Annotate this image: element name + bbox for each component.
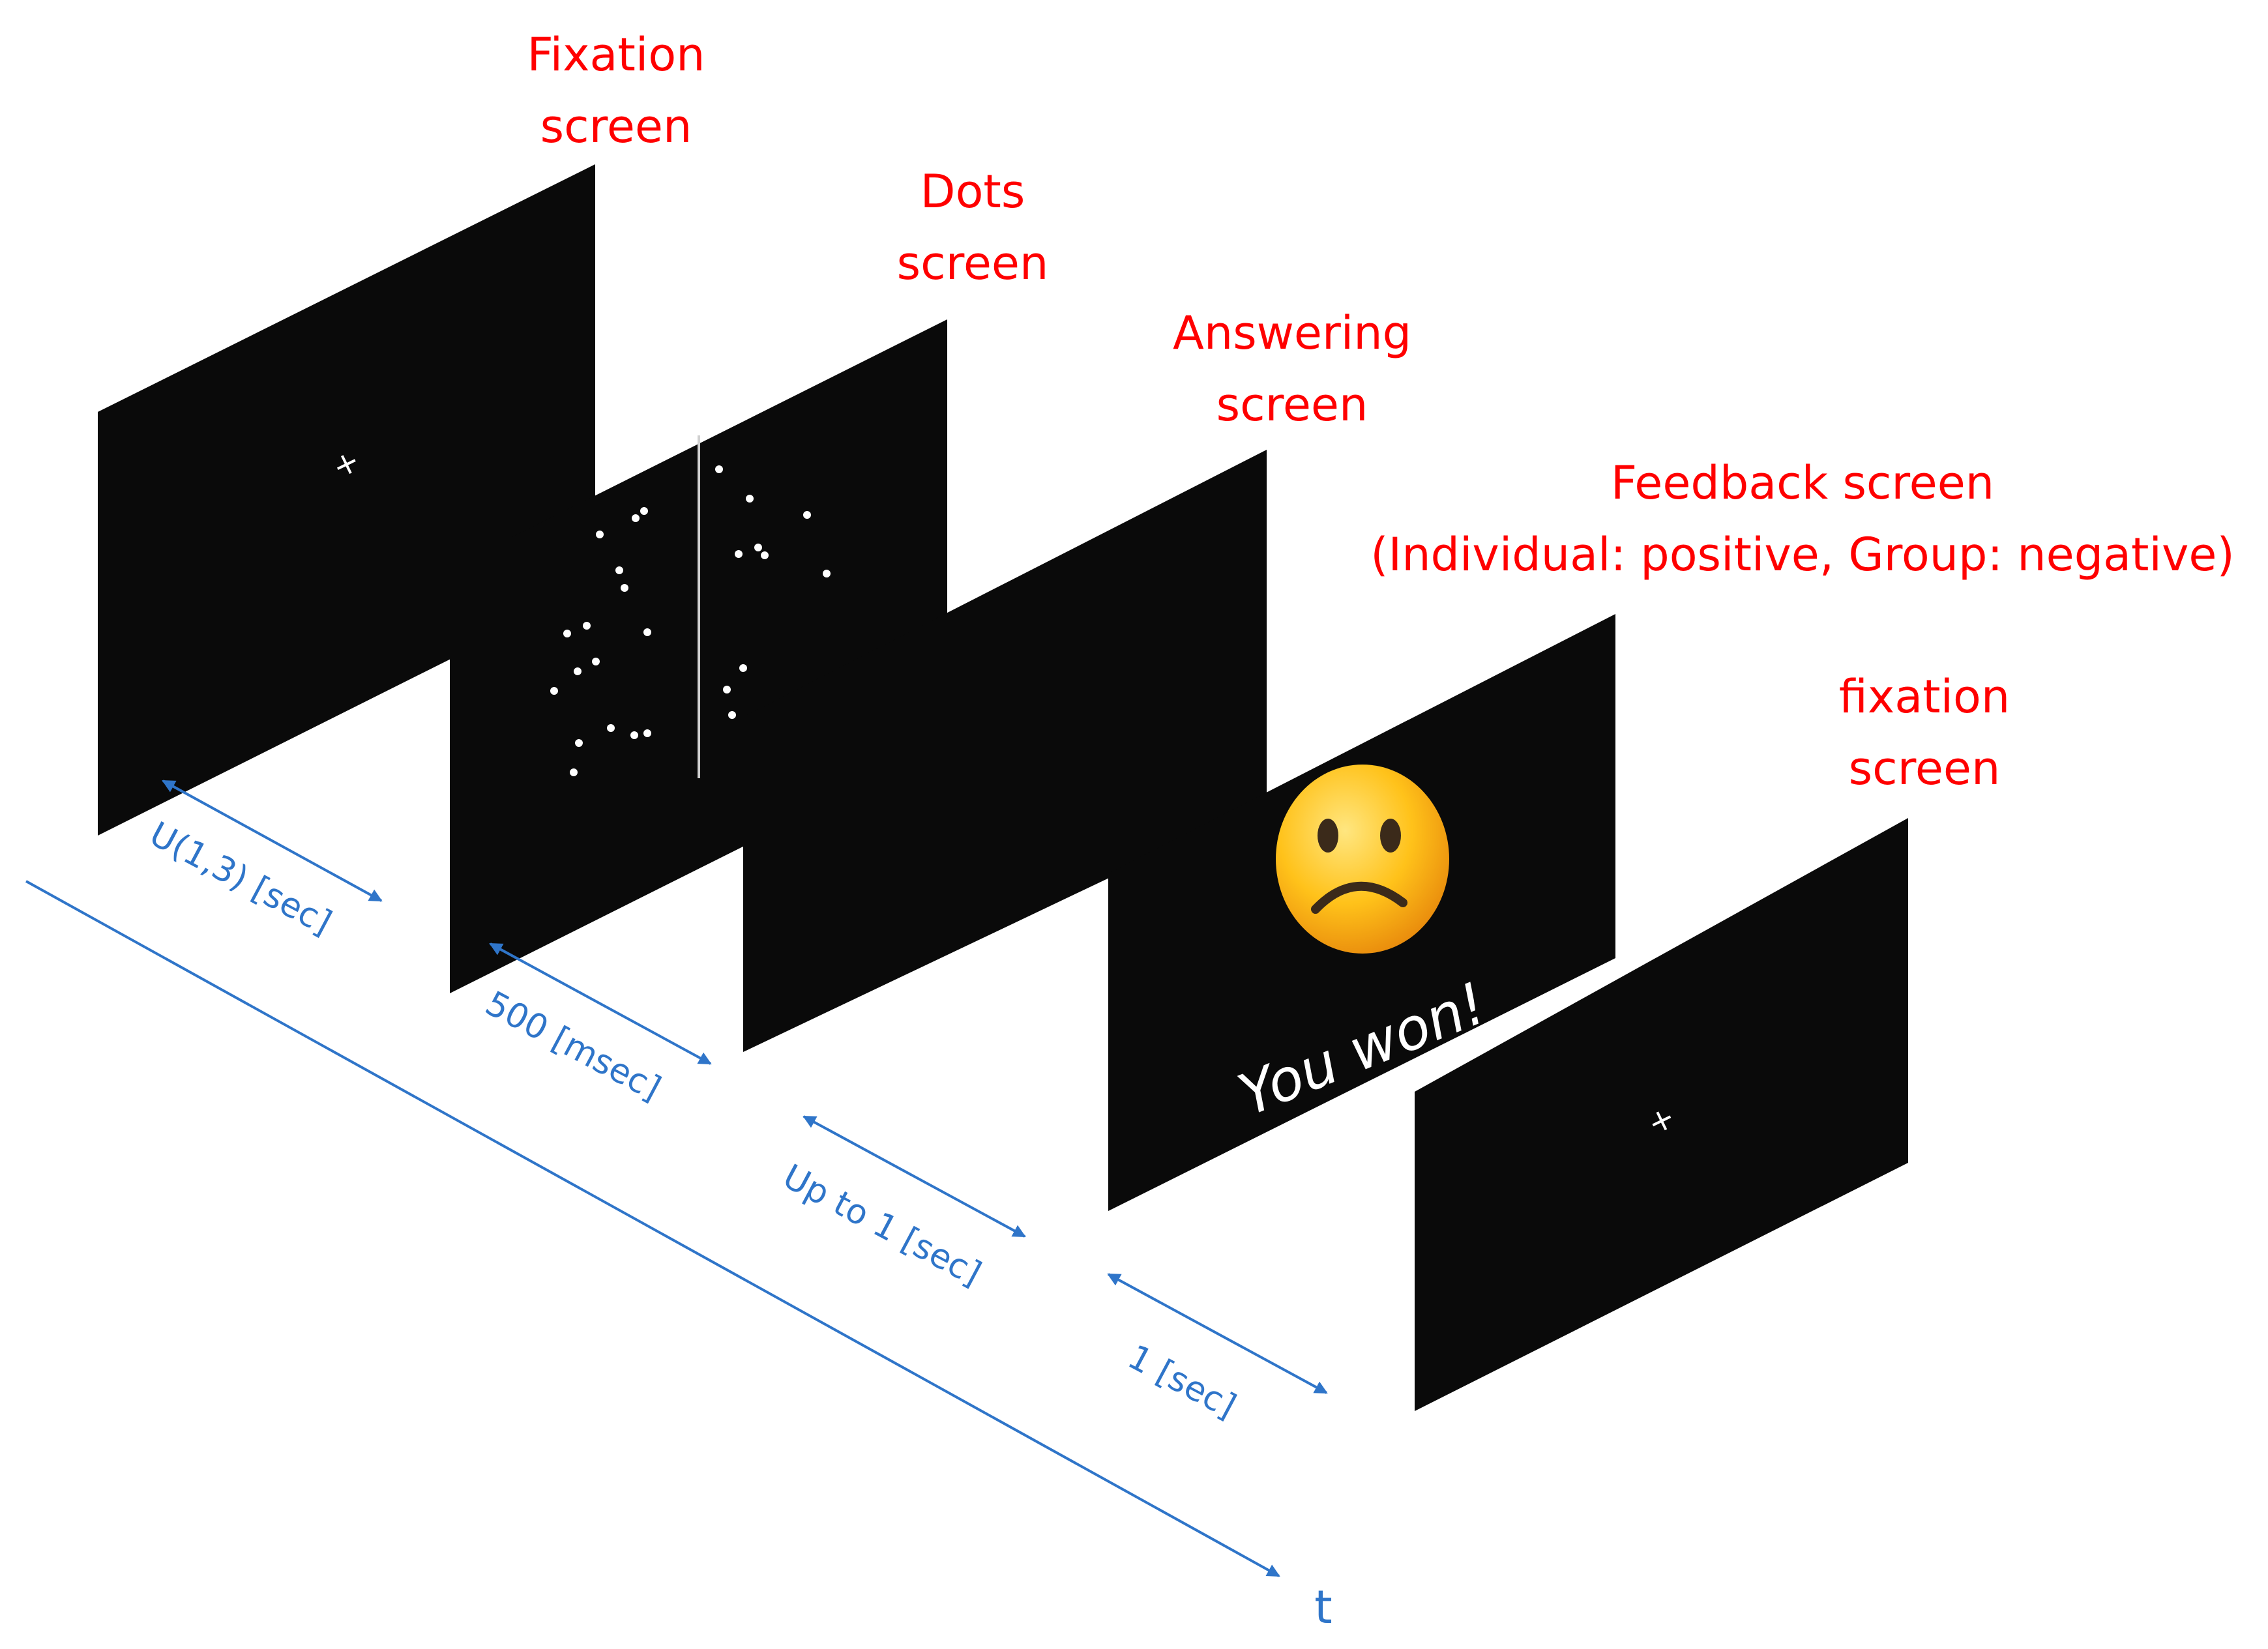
label-feedback-screen: Feedback screen (Individual: positive, G… [1370, 456, 2235, 581]
label-fixation-screen-2-line-1: fixation [1839, 670, 2010, 723]
label-dots-screen-line-2: screen [897, 237, 1049, 290]
confused-face-icon [1276, 765, 1449, 954]
label-answering-screen: Answering screen [1173, 306, 1411, 431]
duration-arrow-dots [489, 942, 712, 1065]
label-fixation-screen-1-line-1: Fixation [527, 28, 705, 81]
duration-label-fixation: U(1,3) [sec] [143, 815, 338, 943]
answering-screen [743, 450, 1267, 1052]
duration-dots: 500 [msec] [479, 942, 712, 1109]
fixation-screen-1: + [98, 164, 595, 836]
duration-label-answering: Up to 1 [sec] [776, 1157, 987, 1294]
label-dots-screen-line-1: Dots [920, 165, 1025, 218]
duration-arrow-feedback [1107, 1273, 1328, 1394]
duration-label-feedback: 1 [sec] [1121, 1337, 1242, 1426]
duration-arrow-answering [803, 1115, 1026, 1238]
time-axis-line [25, 880, 1280, 1577]
label-fixation-screen-2: fixation screen [1839, 670, 2010, 795]
duration-fixation: U(1,3) [sec] [143, 780, 383, 943]
label-dots-screen: Dots screen [897, 165, 1049, 290]
duration-feedback: 1 [sec] [1107, 1273, 1328, 1426]
label-fixation-screen-1-line-2: screen [540, 100, 692, 153]
label-answering-screen-line-2: screen [1216, 378, 1368, 431]
time-axis-label: t [1314, 1581, 1332, 1634]
label-fixation-screen-2-line-2: screen [1849, 742, 2001, 795]
duration-answering: Up to 1 [sec] [776, 1115, 1026, 1294]
duration-arrow-fixation [162, 780, 383, 902]
label-fixation-screen-1: Fixation screen [527, 28, 705, 153]
fixation-screen-2: + [1415, 818, 1908, 1411]
label-answering-screen-line-1: Answering [1173, 306, 1411, 360]
label-feedback-screen-line-1: Feedback screen [1611, 456, 1994, 510]
duration-label-dots: 500 [msec] [479, 984, 667, 1109]
dot-field [550, 465, 831, 776]
label-feedback-screen-line-2: (Individual: positive, Group: negative) [1370, 528, 2235, 581]
time-axis: t [25, 880, 1333, 1634]
dots-screen [450, 319, 947, 993]
